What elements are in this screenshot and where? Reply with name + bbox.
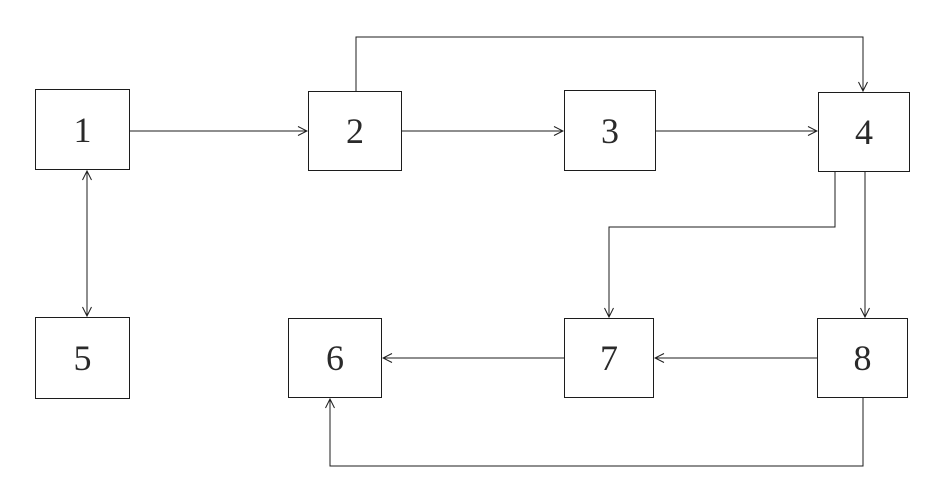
node-1-label: 1 xyxy=(73,109,92,150)
node-3: 3 xyxy=(564,90,656,171)
node-4-label: 4 xyxy=(855,112,873,152)
node-7: 7 xyxy=(564,318,654,398)
node-5-label: 5 xyxy=(73,338,92,378)
edge-8-to-6-under-bottom xyxy=(330,398,864,467)
node-1: 1 xyxy=(35,89,130,170)
node-3-label: 3 xyxy=(601,110,619,151)
node-4: 4 xyxy=(818,92,910,172)
node-8: 8 xyxy=(817,318,908,398)
node-2: 2 xyxy=(308,91,402,171)
node-5: 5 xyxy=(35,317,130,399)
node-2-label: 2 xyxy=(346,111,364,151)
edge-4-to-7-elbow xyxy=(609,172,836,317)
node-6: 6 xyxy=(288,318,382,398)
node-6-label: 6 xyxy=(326,338,344,378)
node-8-label: 8 xyxy=(853,338,872,378)
node-7-label: 7 xyxy=(600,338,618,378)
edge-2-to-4-over-top xyxy=(355,36,863,91)
